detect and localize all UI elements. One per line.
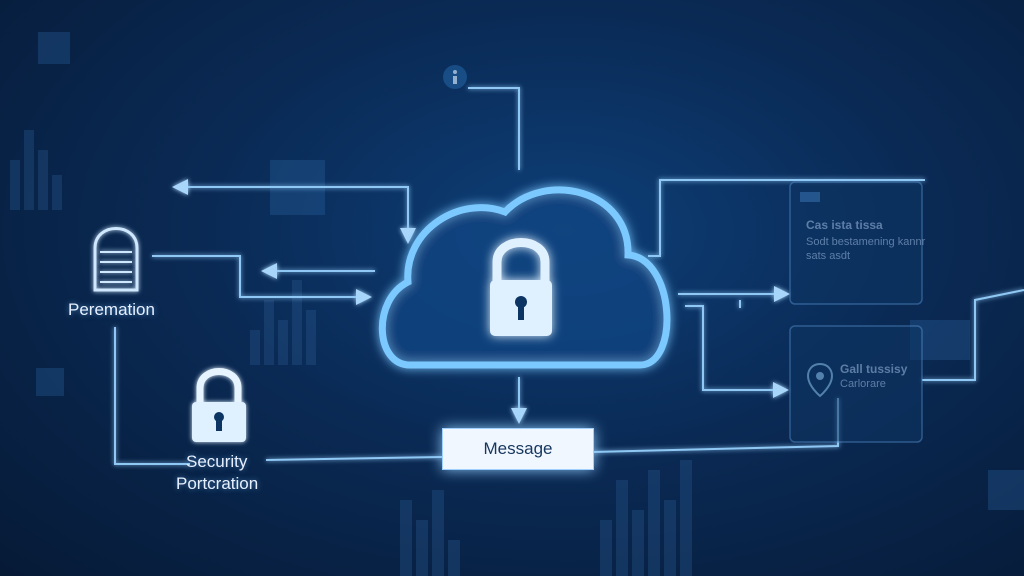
storage-icon [93, 227, 139, 292]
security-label-line1: Security [186, 452, 248, 471]
panel-bottom-line1: Carlorare [840, 378, 886, 390]
message-box: Message [442, 428, 594, 470]
panel-top-line1: Sodt bestamening kannr [806, 236, 926, 248]
background-bars-bottom [400, 460, 692, 576]
cloud-icon [378, 186, 671, 369]
panel-bottom-title: Gall tussisy [840, 362, 908, 376]
panel-top-title: Cas ista tissa [806, 218, 883, 232]
cloud-lock-icon [490, 238, 552, 336]
message-label: Message [483, 439, 553, 458]
info-icon [443, 65, 467, 89]
background-bars-left [10, 130, 316, 365]
security-label-line2: Portcration [176, 474, 259, 493]
panel-top-line2: sats asdt [806, 250, 851, 262]
panel-top [789, 181, 923, 305]
connector-lines [114, 87, 1024, 465]
security-lock-icon [192, 368, 246, 442]
node-label-peremation: Peremation [68, 300, 155, 319]
panel-bottom [789, 325, 923, 443]
location-pin-icon [806, 362, 834, 398]
